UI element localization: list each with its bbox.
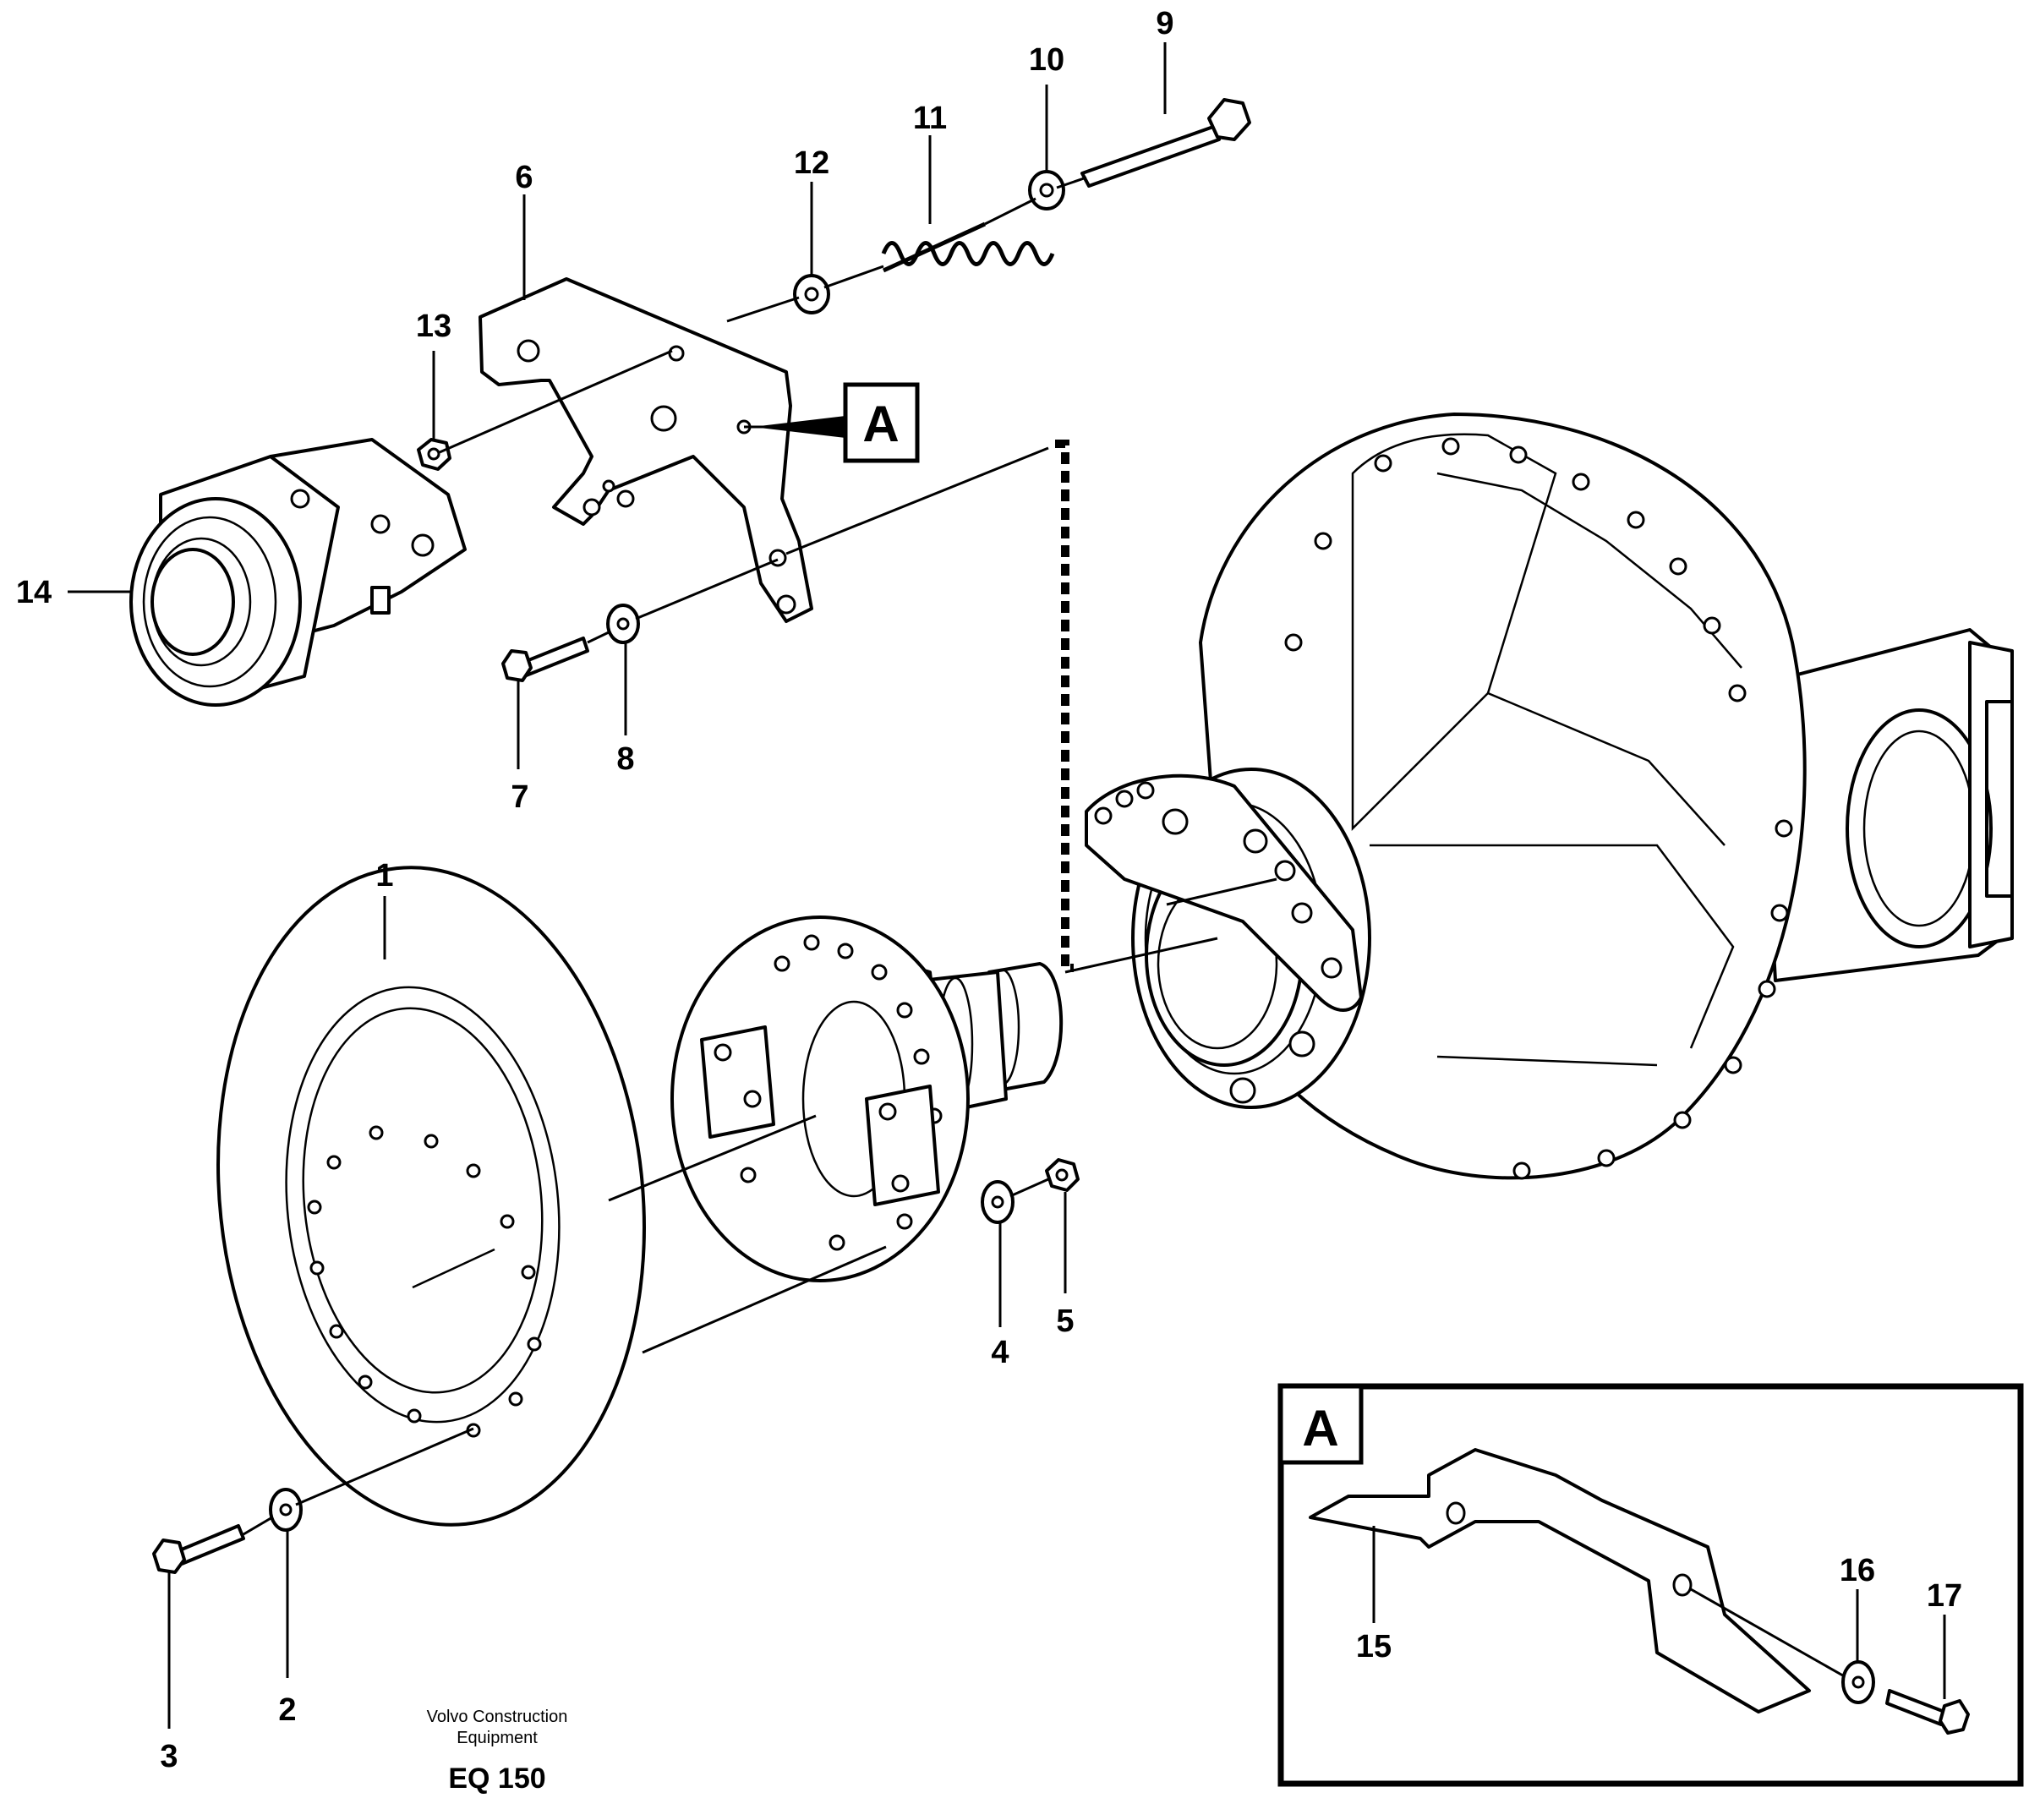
- label-8: 8: [616, 741, 634, 777]
- differential-housing: [1085, 413, 2014, 1180]
- label-3: 3: [160, 1739, 178, 1774]
- detail-a-callout-box: [843, 382, 920, 463]
- footer-company-line2: Equipment: [457, 1729, 538, 1747]
- label-13: 13: [416, 309, 451, 344]
- label-14: 14: [16, 575, 52, 610]
- part-3-bolt: [152, 1524, 245, 1574]
- label-2: 2: [278, 1692, 296, 1728]
- footer-drawing-code: EQ 150: [448, 1763, 545, 1795]
- detail-a-pointer: [744, 416, 845, 438]
- part-9-bolt: [1080, 98, 1251, 188]
- part-10-washer: [1028, 170, 1065, 210]
- label-12: 12: [794, 145, 829, 181]
- part-6-bracket: [479, 277, 813, 623]
- label-9: 9: [1156, 6, 1173, 41]
- label-10: 10: [1029, 42, 1064, 78]
- housing-bolt-holes: [1284, 437, 1793, 1180]
- disc-bolt-holes: [307, 1125, 542, 1438]
- companion-flange: [670, 915, 1064, 1282]
- label-6: 6: [515, 160, 533, 195]
- part-12-washer: [793, 274, 830, 314]
- part-11-spring: [881, 221, 1055, 273]
- label-17: 17: [1927, 1578, 1962, 1614]
- part-13-nut: [417, 438, 451, 471]
- label-5: 5: [1056, 1304, 1074, 1339]
- label-7: 7: [511, 779, 528, 815]
- part-14-brake-caliper: [129, 438, 467, 707]
- assembly-lines: [68, 42, 1277, 1729]
- footer: Volvo Construction Equipment EQ 150: [427, 1708, 568, 1795]
- label-4: 4: [991, 1335, 1009, 1370]
- part-number-labels: 1 2 3 4 5 6 7 8 9 10 11 12 13 14 15 16 1…: [16, 6, 1962, 1774]
- part-5-nut: [1045, 1158, 1080, 1192]
- label-15: 15: [1356, 1629, 1392, 1664]
- part-4-washer: [981, 1180, 1015, 1224]
- label-1: 1: [375, 858, 393, 894]
- detail-a-callout-label: A: [862, 396, 899, 452]
- part-2-washer: [269, 1488, 303, 1532]
- part-1-brake-disc: [216, 866, 646, 1527]
- detail-a-box-label: A: [1302, 1400, 1338, 1457]
- footer-company-line1: Volvo Construction: [427, 1708, 568, 1726]
- label-11: 11: [913, 101, 947, 136]
- part-7-bolt: [501, 637, 589, 682]
- label-16: 16: [1840, 1553, 1875, 1588]
- part-8-washer: [606, 604, 640, 644]
- detail-a-inset: A: [1277, 1383, 2024, 1787]
